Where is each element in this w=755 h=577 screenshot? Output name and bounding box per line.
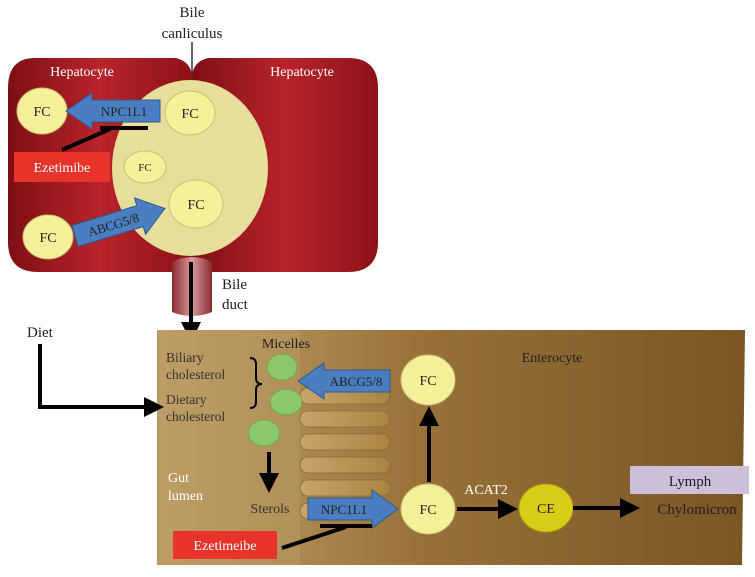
fc-circle-canaliculus-small: [123, 150, 167, 184]
fc-circle-hep-left-bottom: [22, 214, 74, 260]
gut-lumen-label-line1: Gut: [168, 471, 189, 486]
ezetimibe-box-top: [14, 152, 110, 182]
diet-label: Diet: [27, 325, 54, 341]
bile-duct-label-line2: duct: [222, 297, 249, 313]
sterols-label: Sterols: [251, 502, 290, 517]
ezetimibe-label-bottom: Ezetimeibe: [194, 539, 257, 554]
fc-label-hep-left-bottom: FC: [39, 231, 56, 246]
enterocyte-label: Enterocyte: [522, 351, 583, 366]
fc-circle-canaliculus-bottom: [168, 179, 224, 229]
abcg58-label-enterocyte: ABCG5/8: [330, 374, 383, 389]
biliary-cholesterol-line1: Biliary: [166, 350, 204, 365]
npc1l1-label-hepatocyte: NPC1L1: [101, 104, 147, 119]
ezetimibe-inhibition-line-top: [61, 127, 111, 152]
lymph-label: Lymph: [669, 474, 712, 490]
ce-label: CE: [537, 502, 555, 517]
npc1l1-transporter-hepatocyte: [65, 92, 161, 130]
fc-label-canaliculus-small: FC: [138, 162, 151, 174]
fc-circle-canaliculus-top: [164, 90, 216, 136]
fc-label-canaliculus-top: FC: [181, 107, 198, 122]
ezetimibe-box-bottom: [173, 531, 277, 559]
ezetimibe-inhibition-line-bottom: [281, 525, 347, 550]
fc-circle-enterocyte-bottom: [400, 483, 456, 535]
micelle-circle-2: [269, 388, 303, 416]
acat2-label: ACAT2: [464, 483, 508, 498]
bile-canaliculus-label-line2: canliculus: [162, 26, 223, 42]
bile-duct-label-line1: Bile: [222, 277, 247, 293]
micelle-circle-1: [266, 353, 298, 381]
diet-flow-arrow: [38, 344, 164, 417]
fc-label-enterocyte-bottom: FC: [419, 503, 436, 518]
npc1l1-transporter-enterocyte: [307, 489, 399, 529]
fc-label-enterocyte-top: FC: [419, 374, 436, 389]
chylomicron-label: Chylomicron: [657, 502, 737, 518]
fc-label-hep-left-top: FC: [33, 105, 50, 120]
bile-canaliculus-label-line1: Bile: [180, 5, 205, 21]
micelles-label: Micelles: [262, 337, 310, 352]
lymph-box: [630, 466, 749, 494]
npc1l1-label-enterocyte: NPC1L1: [321, 502, 367, 517]
micelle-circle-3: [247, 419, 281, 447]
fc-label-canaliculus-bottom: FC: [187, 198, 204, 213]
ezetimibe-label-top: Ezetimibe: [34, 161, 91, 176]
cholesterol-bracket: [249, 357, 263, 409]
fc-circle-enterocyte-top: [400, 354, 456, 406]
biliary-cholesterol-line2: cholesterol: [166, 367, 225, 382]
hepatocyte-left-label: Hepatocyte: [50, 65, 114, 80]
gut-lumen-label-line2: lumen: [168, 489, 203, 504]
abcg58-transporter-enterocyte: [297, 362, 391, 400]
dietary-cholesterol-line2: cholesterol: [166, 409, 225, 424]
gut-lumen-region: [157, 330, 300, 565]
hepatocyte-right-label: Hepatocyte: [270, 65, 334, 80]
dietary-cholesterol-line1: Dietary: [166, 392, 207, 407]
